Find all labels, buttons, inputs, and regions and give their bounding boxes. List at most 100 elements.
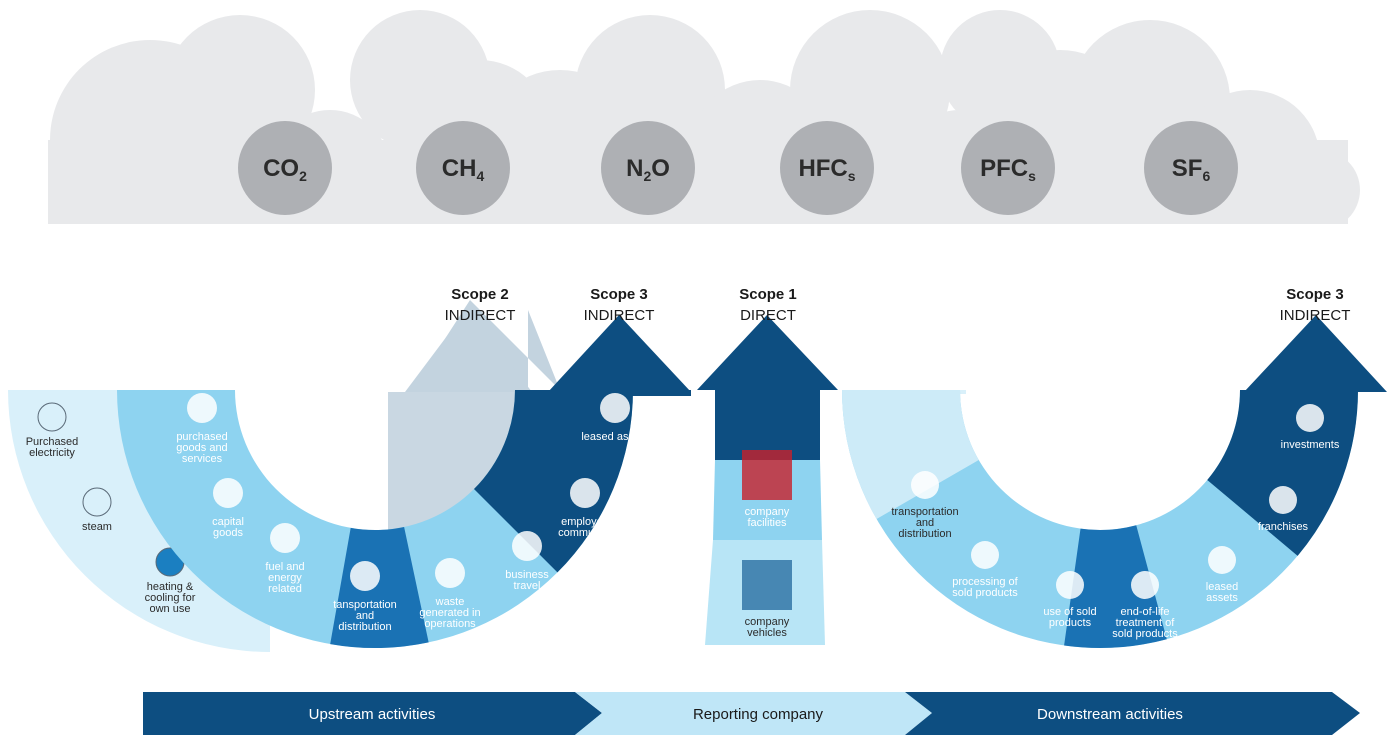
gas-circle xyxy=(1144,121,1238,215)
gas-subscript: 6 xyxy=(1202,168,1210,184)
downstream-pale-segment xyxy=(842,390,979,519)
reporting-item-label-line: company xyxy=(745,506,790,518)
scope2-item-label: steam xyxy=(82,521,112,533)
scope2-item: steam xyxy=(82,487,112,533)
downstream-item-label-line: assets xyxy=(1206,592,1238,604)
reporting-item-label-line: company xyxy=(745,616,790,628)
factory-icon xyxy=(971,541,999,569)
gas-ch: CH4 xyxy=(416,121,510,215)
scope2-item-label-line: electricity xyxy=(29,447,75,459)
gas-subscript: s xyxy=(848,168,856,184)
upstream-item-label-line: operations xyxy=(424,618,476,630)
gas-subscript: s xyxy=(1028,168,1036,184)
downstream-item-label: franchises xyxy=(1258,521,1309,533)
scope3_up-label: Scope 3 INDIRECT xyxy=(584,286,655,324)
scope-title: Scope 3 xyxy=(590,286,648,303)
gas-suffix: O xyxy=(651,155,670,182)
phase-2: Downstream activities xyxy=(905,692,1360,735)
navy-segment xyxy=(473,390,633,573)
gas-base: HFC xyxy=(798,155,847,182)
phase-arrow xyxy=(143,692,602,735)
dump-truck-icon xyxy=(213,478,243,508)
gas-subscript: 2 xyxy=(643,168,651,184)
phase-0: Upstream activities xyxy=(143,692,602,735)
downstream-navy-segment xyxy=(1207,390,1358,556)
downstream-item-label-line: end-of-life xyxy=(1121,606,1170,618)
downstream-item-label-line: transportation xyxy=(891,506,958,518)
scope-title: Scope 2 xyxy=(451,286,509,303)
downstream-item-label-line: investments xyxy=(1281,439,1340,451)
cloud-cut xyxy=(0,224,1391,254)
gas-circle xyxy=(416,121,510,215)
reporting-item-label-line: vehicles xyxy=(747,627,787,639)
scope2-item-label-line: Purchased xyxy=(26,436,79,448)
upstream-item-label-line: services xyxy=(182,453,223,465)
gas-subscript: 4 xyxy=(476,168,484,184)
upstream-band-left xyxy=(117,390,375,648)
factory-icon xyxy=(187,393,217,423)
scope2-item-label-line: own use xyxy=(150,603,191,615)
steam-cloud-icon xyxy=(82,487,112,517)
upstream-item-label: leased assets xyxy=(581,431,649,443)
eol-segment xyxy=(1064,525,1167,648)
scope-subtitle: INDIRECT xyxy=(584,307,655,324)
upstream-item-label-line: fuel and xyxy=(265,561,304,573)
gas-base: CO xyxy=(263,155,299,182)
upstream-item-label-line: waste xyxy=(435,596,465,608)
airplane-icon xyxy=(512,531,542,561)
scope-subtitle: INDIRECT xyxy=(1280,307,1351,324)
downstream-arrowhead xyxy=(1244,315,1387,392)
upstream-item-label-line: generated in xyxy=(419,607,480,619)
gas-base: SF xyxy=(1172,155,1203,182)
recycle-bin-icon xyxy=(1131,571,1159,599)
phase-arrow xyxy=(905,692,1360,735)
phase-label: Downstream activities xyxy=(1037,706,1183,723)
gas-circle xyxy=(961,121,1055,215)
gas-formula: N2O xyxy=(626,155,670,184)
upstream-item-label-line: employee xyxy=(561,516,609,528)
phase-label: Reporting company xyxy=(693,706,824,723)
downstream-item-label-line: processing of xyxy=(952,576,1018,588)
upstream-item-label-line: goods xyxy=(213,527,243,539)
downstream-item-label-line: sold products xyxy=(952,587,1018,599)
scope2-item-label-line: cooling for xyxy=(145,592,196,604)
upstream-riser-cap xyxy=(547,390,691,396)
tanker-truck-icon xyxy=(350,561,380,591)
upstream-item-label-line: energy xyxy=(268,572,302,584)
downstream-item-label-line: treatment of xyxy=(1116,617,1176,629)
trash-bin-icon xyxy=(435,558,465,588)
downstream-item: investments xyxy=(1281,404,1340,451)
downstream-item-label-line: sold products xyxy=(1112,628,1178,640)
